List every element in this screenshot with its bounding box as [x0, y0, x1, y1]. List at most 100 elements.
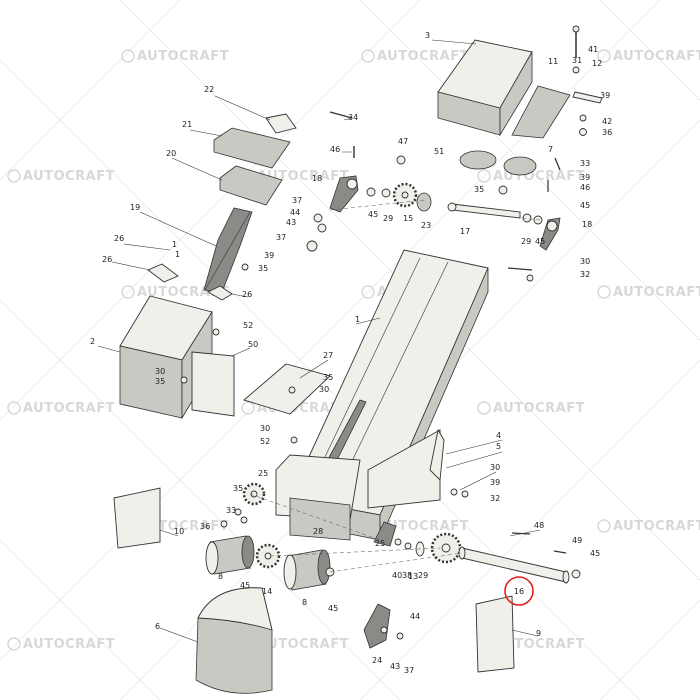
bolt-part [290, 436, 298, 444]
plate-9-part [475, 595, 515, 673]
part-label: 39 [490, 478, 500, 487]
part-label: 35 [323, 373, 333, 382]
watermark-text: AUTOCRAFT [23, 401, 115, 416]
part-label: 49 [572, 536, 582, 545]
part-label: 37 [404, 666, 414, 675]
part-label: 52 [243, 321, 253, 330]
part-label: 31 [572, 56, 582, 65]
box-cover-part [119, 295, 213, 420]
part-label: 46 [580, 183, 590, 192]
washer-part [450, 488, 458, 496]
part-label: 21 [182, 120, 192, 129]
sprocket-upper-part [242, 482, 266, 506]
part-label: 20 [166, 149, 176, 158]
part-label: 35 [474, 185, 484, 194]
part-label: 39 [600, 91, 610, 100]
watermark-text: AUTOCRAFT [23, 637, 115, 652]
part-label: 4 [496, 431, 501, 440]
lower-shaft-part [458, 546, 570, 584]
part-label: 23 [421, 221, 431, 230]
top-cover-part [437, 39, 533, 137]
part-label: 26 [242, 290, 252, 299]
part-label: 8 [218, 572, 223, 581]
part-label: 15 [403, 214, 413, 223]
washer-part [380, 626, 388, 634]
part-label: 17 [460, 227, 470, 236]
part-label: 35 [155, 377, 165, 386]
part-label: 11 [548, 57, 558, 66]
part-label: 7 [548, 145, 553, 154]
part-label: 26 [114, 234, 124, 243]
part-label: 13 [408, 572, 418, 581]
watermark-text: AUTOCRAFT [613, 49, 700, 64]
nut-part [579, 128, 587, 136]
part-label: 35 [258, 264, 268, 273]
part-label: 45 [580, 201, 590, 210]
part-label: 18 [312, 174, 322, 183]
watermark-text: AUTOCRAFT [137, 49, 229, 64]
nut-part [461, 490, 469, 498]
washer-part [366, 187, 376, 197]
part-label: 42 [602, 117, 612, 126]
upper-shaft-part [447, 202, 521, 219]
part-label: 3 [425, 31, 430, 40]
part-label: 6 [155, 622, 160, 631]
part-label: 30 [319, 385, 329, 394]
bracket-24-part [363, 603, 391, 649]
part-label: 5 [496, 442, 501, 451]
part-label: 25 [258, 469, 268, 478]
parts-drawing [97, 25, 603, 694]
bolt-part [554, 157, 561, 171]
watermark-text: AUTOCRAFT [613, 285, 700, 300]
part-label: 43 [390, 662, 400, 671]
leader-lines [97, 39, 541, 643]
pin-part [553, 550, 567, 554]
watermark-text: AUTOCRAFT [493, 401, 585, 416]
watermark-text: AUTOCRAFT [493, 637, 585, 652]
nut-part [526, 274, 534, 282]
sprocket-right-part [430, 532, 462, 564]
chain-part [203, 207, 253, 293]
tensioner-right-part [539, 217, 561, 251]
part-label: 29 [521, 237, 531, 246]
part-label: 12 [592, 59, 602, 68]
washer-part [404, 542, 412, 550]
roller-right-part [283, 549, 331, 591]
part-label: 25 [375, 539, 385, 548]
part-label: 45 [590, 549, 600, 558]
plate-22-part [265, 113, 297, 134]
watermark-text: AUTOCRAFT [23, 169, 115, 184]
bolt-part [212, 328, 220, 336]
plate-21-part [213, 127, 291, 169]
plate-part [511, 85, 571, 139]
part-label: 30 [490, 463, 500, 472]
highlight-label: 16 [514, 587, 524, 596]
watermark-text: AUTOCRAFT [257, 637, 349, 652]
part-label: 24 [372, 656, 382, 665]
part-label: 22 [204, 85, 214, 94]
part-label: 32 [580, 270, 590, 279]
part-label: 35 [233, 484, 243, 493]
part-label: 45 [240, 581, 250, 590]
part-label: 28 [313, 527, 323, 536]
part-label: 36 [602, 128, 612, 137]
sprocket-lower-part [255, 543, 281, 569]
roller-part [459, 150, 497, 170]
washer-part [317, 223, 327, 233]
part-label: 1 [355, 315, 360, 324]
nut-47-part [396, 155, 406, 165]
bolt-34-part [329, 111, 353, 119]
part-label: 37 [292, 196, 302, 205]
part-label: 39 [264, 251, 274, 260]
part-label: 26 [102, 255, 112, 264]
highlight-marker: 16 [504, 576, 534, 606]
part-label: 2 [90, 337, 95, 346]
watermark-layer: AUTOCRAFT AUTOCRAFT AUTOCRAFT AUTOCRAFT … [7, 49, 700, 652]
bolt-part [572, 25, 580, 74]
assembly-lines [249, 199, 541, 573]
part-label: 27 [323, 351, 333, 360]
